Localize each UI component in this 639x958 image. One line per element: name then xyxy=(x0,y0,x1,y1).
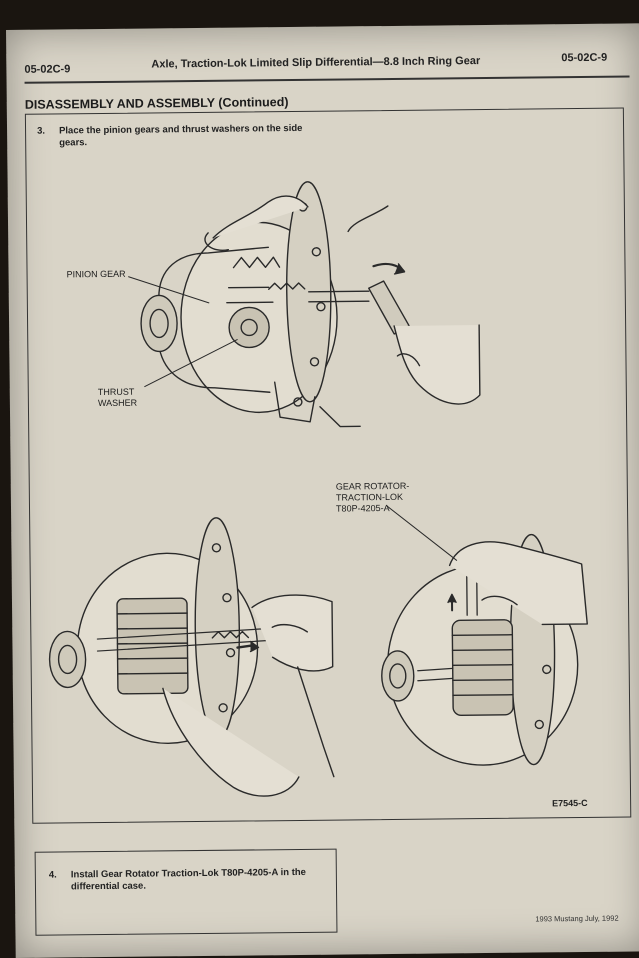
figure-code: E7545-C xyxy=(552,797,588,809)
bottom-left-differential-case xyxy=(48,517,335,797)
callout-pinion-gear: PINION GEAR xyxy=(66,268,126,280)
callout-tool-line3: T80P-4205-A xyxy=(335,503,390,514)
manual-page: 05-02C-9 Axle, Traction-Lok Limited Slip… xyxy=(6,23,639,958)
step-text: Install Gear Rotator Traction-Lok T80P-4… xyxy=(70,866,306,893)
bottom-right-differential-case xyxy=(381,505,588,766)
step-number: 4. xyxy=(48,869,57,881)
callout-tool-line2: TRACTION-LOK xyxy=(335,491,403,503)
callout-thrust-washer-line1: THRUST xyxy=(97,386,135,398)
page-footer: 1993 Mustang July, 1992 xyxy=(535,913,619,924)
callout-tool-line1: GEAR ROTATOR- xyxy=(335,480,410,492)
top-differential-case xyxy=(128,181,481,428)
differential-illustration xyxy=(48,181,588,797)
callout-thrust-washer-line2: WASHER xyxy=(97,397,138,409)
